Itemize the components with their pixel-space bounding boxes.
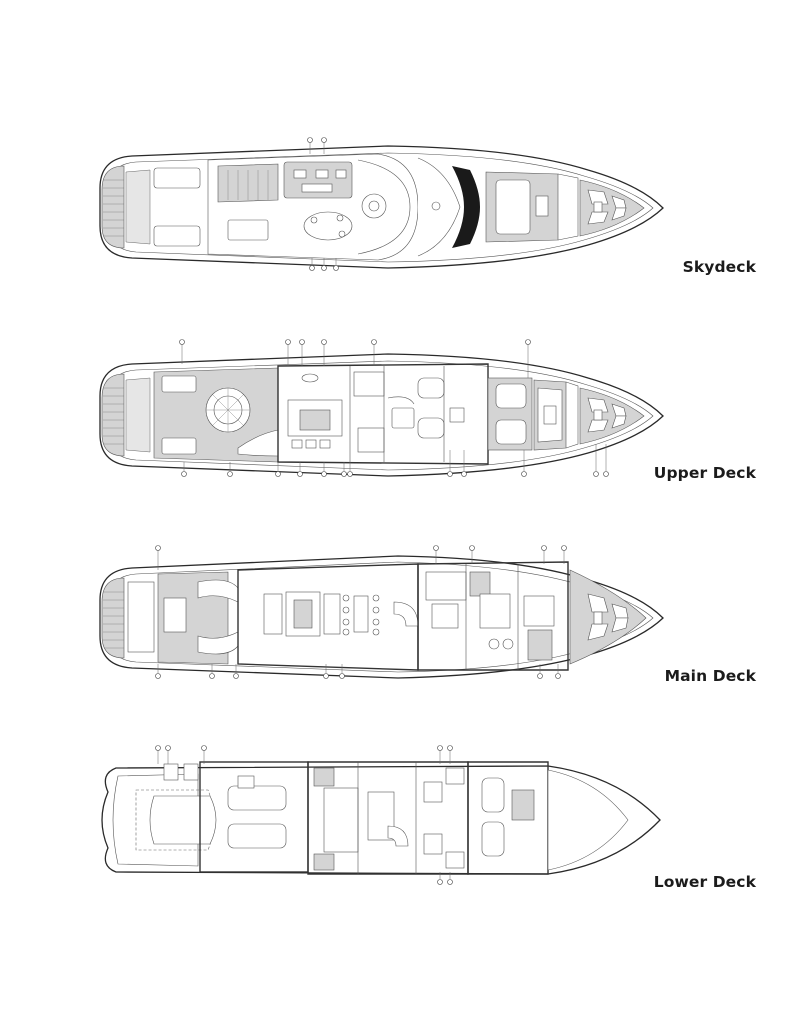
main-deck-plan (88, 540, 668, 688)
lower-deck-plan (88, 742, 668, 888)
skydeck-label: Skydeck (682, 258, 756, 276)
upper-deck-label: Upper Deck (653, 464, 756, 482)
upper-deck-plan (88, 338, 668, 486)
main-deck-label: Main Deck (664, 667, 756, 685)
lower-deck-label: Lower Deck (653, 873, 756, 891)
skydeck-plan (88, 130, 668, 280)
